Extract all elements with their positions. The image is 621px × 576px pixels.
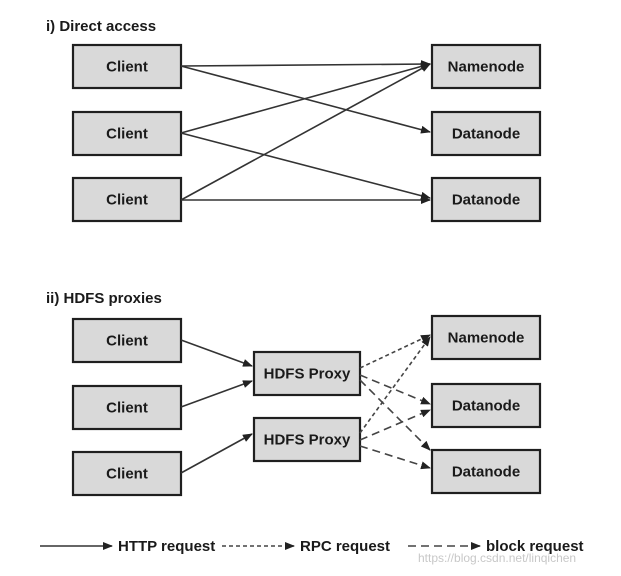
hdfs-proxy-box: HDFS Proxy bbox=[252, 416, 362, 463]
http-arrow bbox=[180, 380, 253, 408]
client-label: Client bbox=[106, 192, 148, 209]
legend-block-label: block request bbox=[486, 538, 584, 555]
datanode-label: Datanode bbox=[452, 126, 520, 143]
http-arrow bbox=[180, 433, 253, 474]
namenode-box: Namenode bbox=[430, 43, 542, 90]
client-label: Client bbox=[106, 59, 148, 76]
client-box: Client bbox=[71, 176, 183, 223]
hdfs-proxy-label: HDFS Proxy bbox=[264, 366, 351, 383]
datanode-box: Datanode bbox=[430, 110, 542, 157]
client-box: Client bbox=[71, 317, 183, 364]
datanode-box: Datanode bbox=[430, 382, 542, 429]
legend: HTTP request RPC request block request bbox=[40, 538, 584, 555]
section-title-hdfs-proxies: ii) HDFS proxies bbox=[46, 290, 162, 307]
section-title-direct-access: i) Direct access bbox=[46, 18, 156, 35]
http-arrow bbox=[180, 132, 431, 200]
http-arrow bbox=[180, 60, 431, 69]
hdfs-proxy-box: HDFS Proxy bbox=[252, 350, 362, 397]
client-box: Client bbox=[71, 450, 183, 497]
datanode-label: Datanode bbox=[452, 192, 520, 209]
client-box: Client bbox=[71, 43, 183, 90]
datanode-label: Datanode bbox=[452, 464, 520, 481]
datanode-box: Datanode bbox=[430, 176, 542, 223]
http-arrow bbox=[180, 62, 431, 134]
watermark-text: https://blog.csdn.net/linqichen bbox=[418, 551, 576, 565]
legend-rpc-label: RPC request bbox=[300, 538, 390, 555]
hdfs-proxy-label: HDFS Proxy bbox=[264, 432, 351, 449]
namenode-label: Namenode bbox=[448, 330, 525, 347]
legend-http-label: HTTP request bbox=[118, 538, 215, 555]
datanode-box: Datanode bbox=[430, 448, 542, 495]
rpc-arrow bbox=[359, 336, 431, 434]
rpc-arrow bbox=[359, 334, 431, 369]
client-label: Client bbox=[106, 333, 148, 350]
client-box: Client bbox=[71, 384, 183, 431]
http-arrow bbox=[180, 63, 431, 201]
client-label: Client bbox=[106, 400, 148, 417]
namenode-label: Namenode bbox=[448, 59, 525, 76]
block-arrow bbox=[359, 379, 431, 451]
namenode-box: Namenode bbox=[430, 314, 542, 361]
datanode-label: Datanode bbox=[452, 398, 520, 415]
block-arrow bbox=[359, 409, 431, 441]
http-arrow bbox=[180, 339, 253, 367]
client-label: Client bbox=[106, 126, 148, 143]
client-label: Client bbox=[106, 466, 148, 483]
client-box: Client bbox=[71, 110, 183, 157]
block-arrow bbox=[359, 445, 431, 470]
